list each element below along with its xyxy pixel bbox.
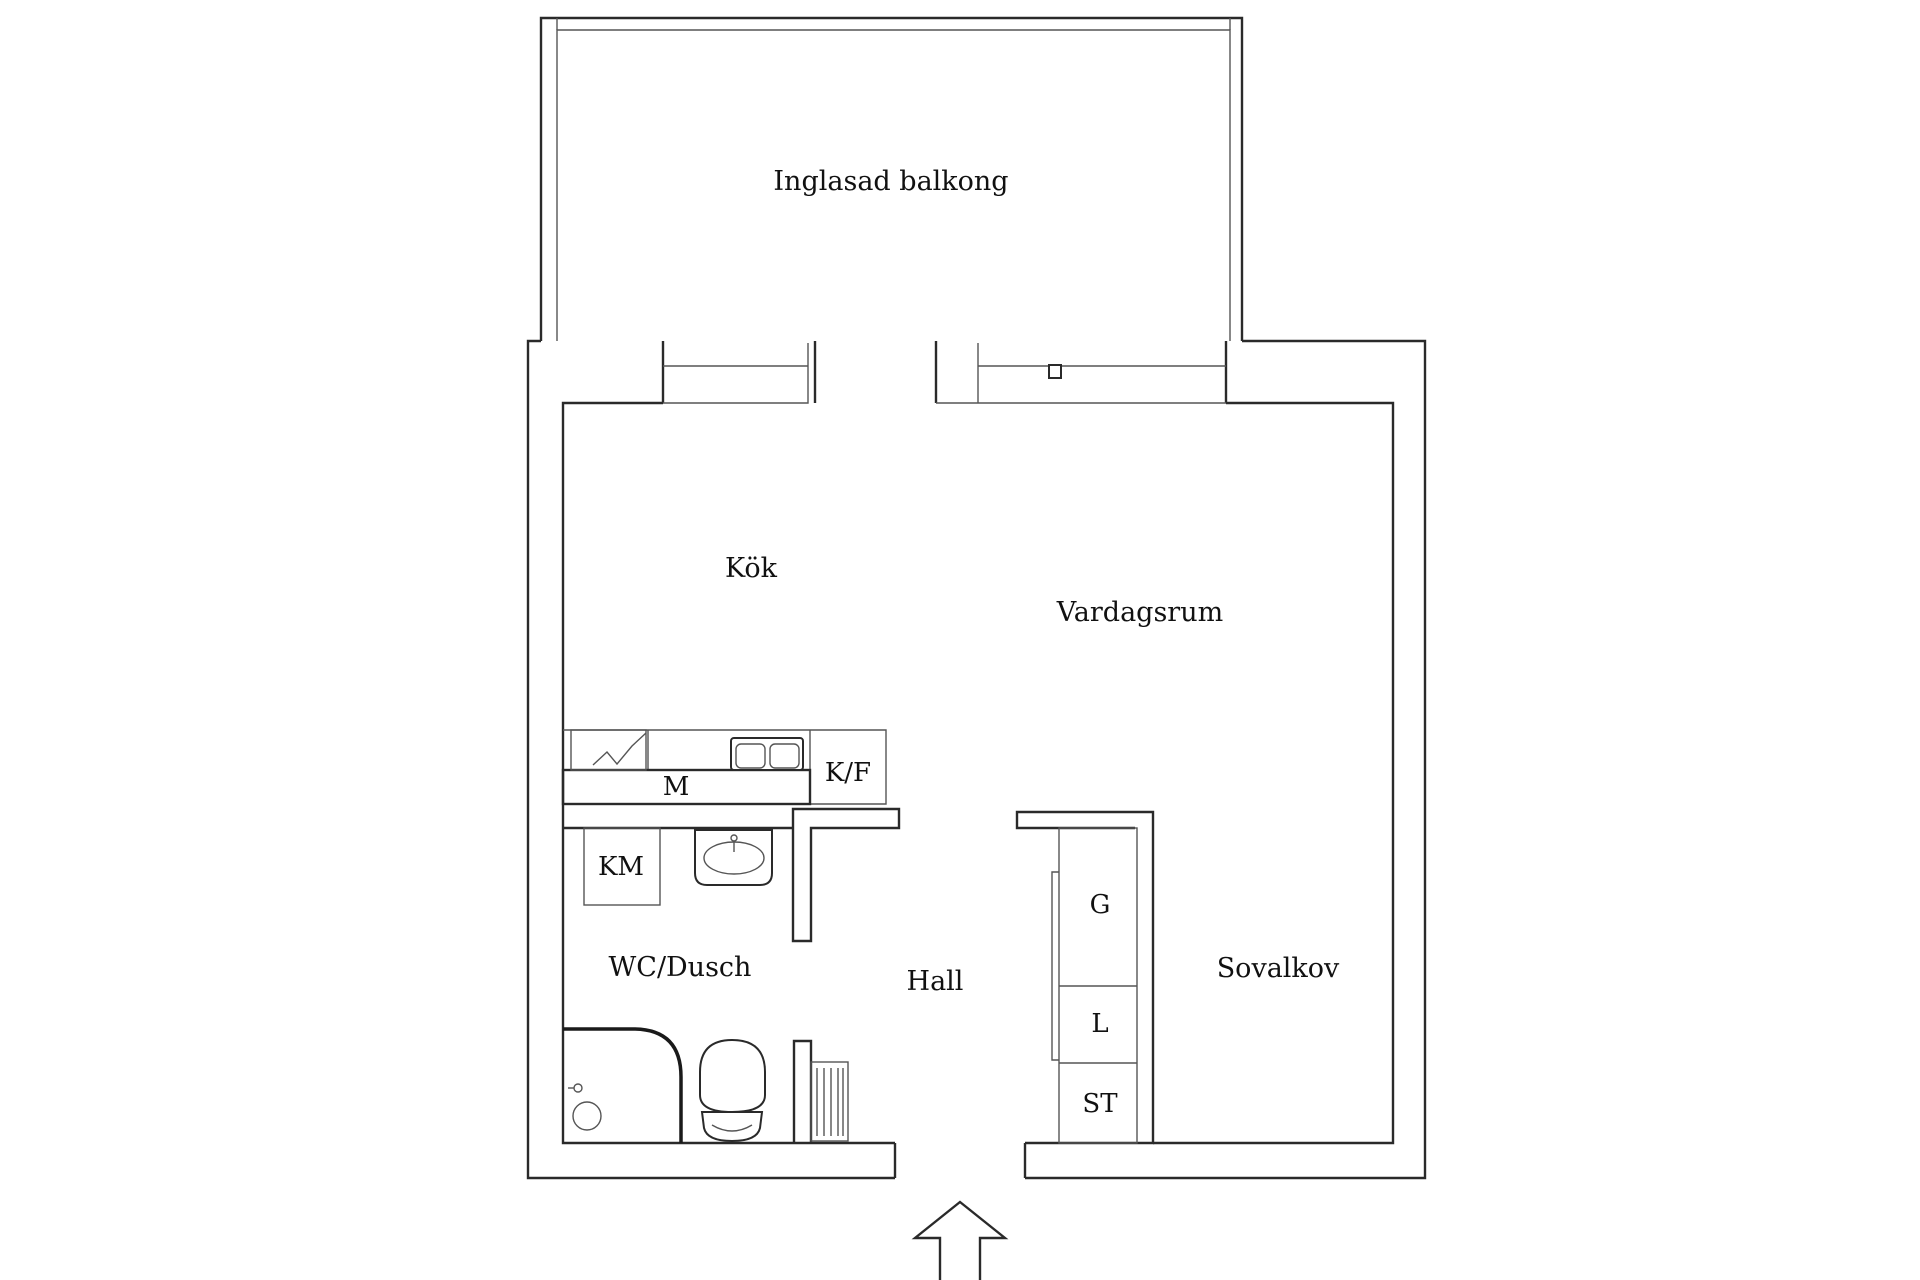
kitchen-sink-icon xyxy=(730,737,804,771)
fixture-label-microwave: M xyxy=(663,772,690,802)
fixture-label-washing-machine: KM xyxy=(598,852,644,882)
radiator-icon xyxy=(792,1039,849,1143)
hall: Hall xyxy=(907,966,964,997)
fixture-label-cleaning-closet: ST xyxy=(1082,1089,1118,1119)
sleeping-alcove: Sovalkov xyxy=(1217,953,1340,984)
washing-machine xyxy=(583,827,661,906)
bathroom: KM WC/Dusch xyxy=(563,827,849,1143)
room-label-kitchen: Kök xyxy=(725,553,778,584)
room-label-balcony: Inglasad balkong xyxy=(773,166,1008,197)
inner-walls xyxy=(561,341,1395,1145)
window-latch-icon xyxy=(1048,364,1062,379)
shower-icon xyxy=(563,1027,683,1143)
room-label-hall: Hall xyxy=(907,966,964,997)
stove-icon xyxy=(570,729,647,771)
outer-walls xyxy=(526,339,1427,1180)
sink-icon xyxy=(694,829,773,886)
toilet-icon xyxy=(699,1038,766,1143)
room-label-bathroom: WC/Dusch xyxy=(609,952,752,983)
fixture-label-linen-closet: L xyxy=(1091,1009,1108,1039)
fixture-label-wardrobe: G xyxy=(1090,890,1111,920)
living-room: Vardagsrum xyxy=(1056,597,1223,628)
balcony: Inglasad balkong xyxy=(539,16,1244,341)
closets: G L ST xyxy=(1051,827,1138,1144)
entrance-arrow-icon xyxy=(911,1200,1009,1280)
kitchen: Kök M K/F xyxy=(561,553,901,943)
room-label-sleeping-alcove: Sovalkov xyxy=(1217,953,1340,984)
microwave xyxy=(561,768,812,806)
fixture-label-fridge-freezer: K/F xyxy=(825,758,871,788)
room-label-living-room: Vardagsrum xyxy=(1056,597,1223,628)
